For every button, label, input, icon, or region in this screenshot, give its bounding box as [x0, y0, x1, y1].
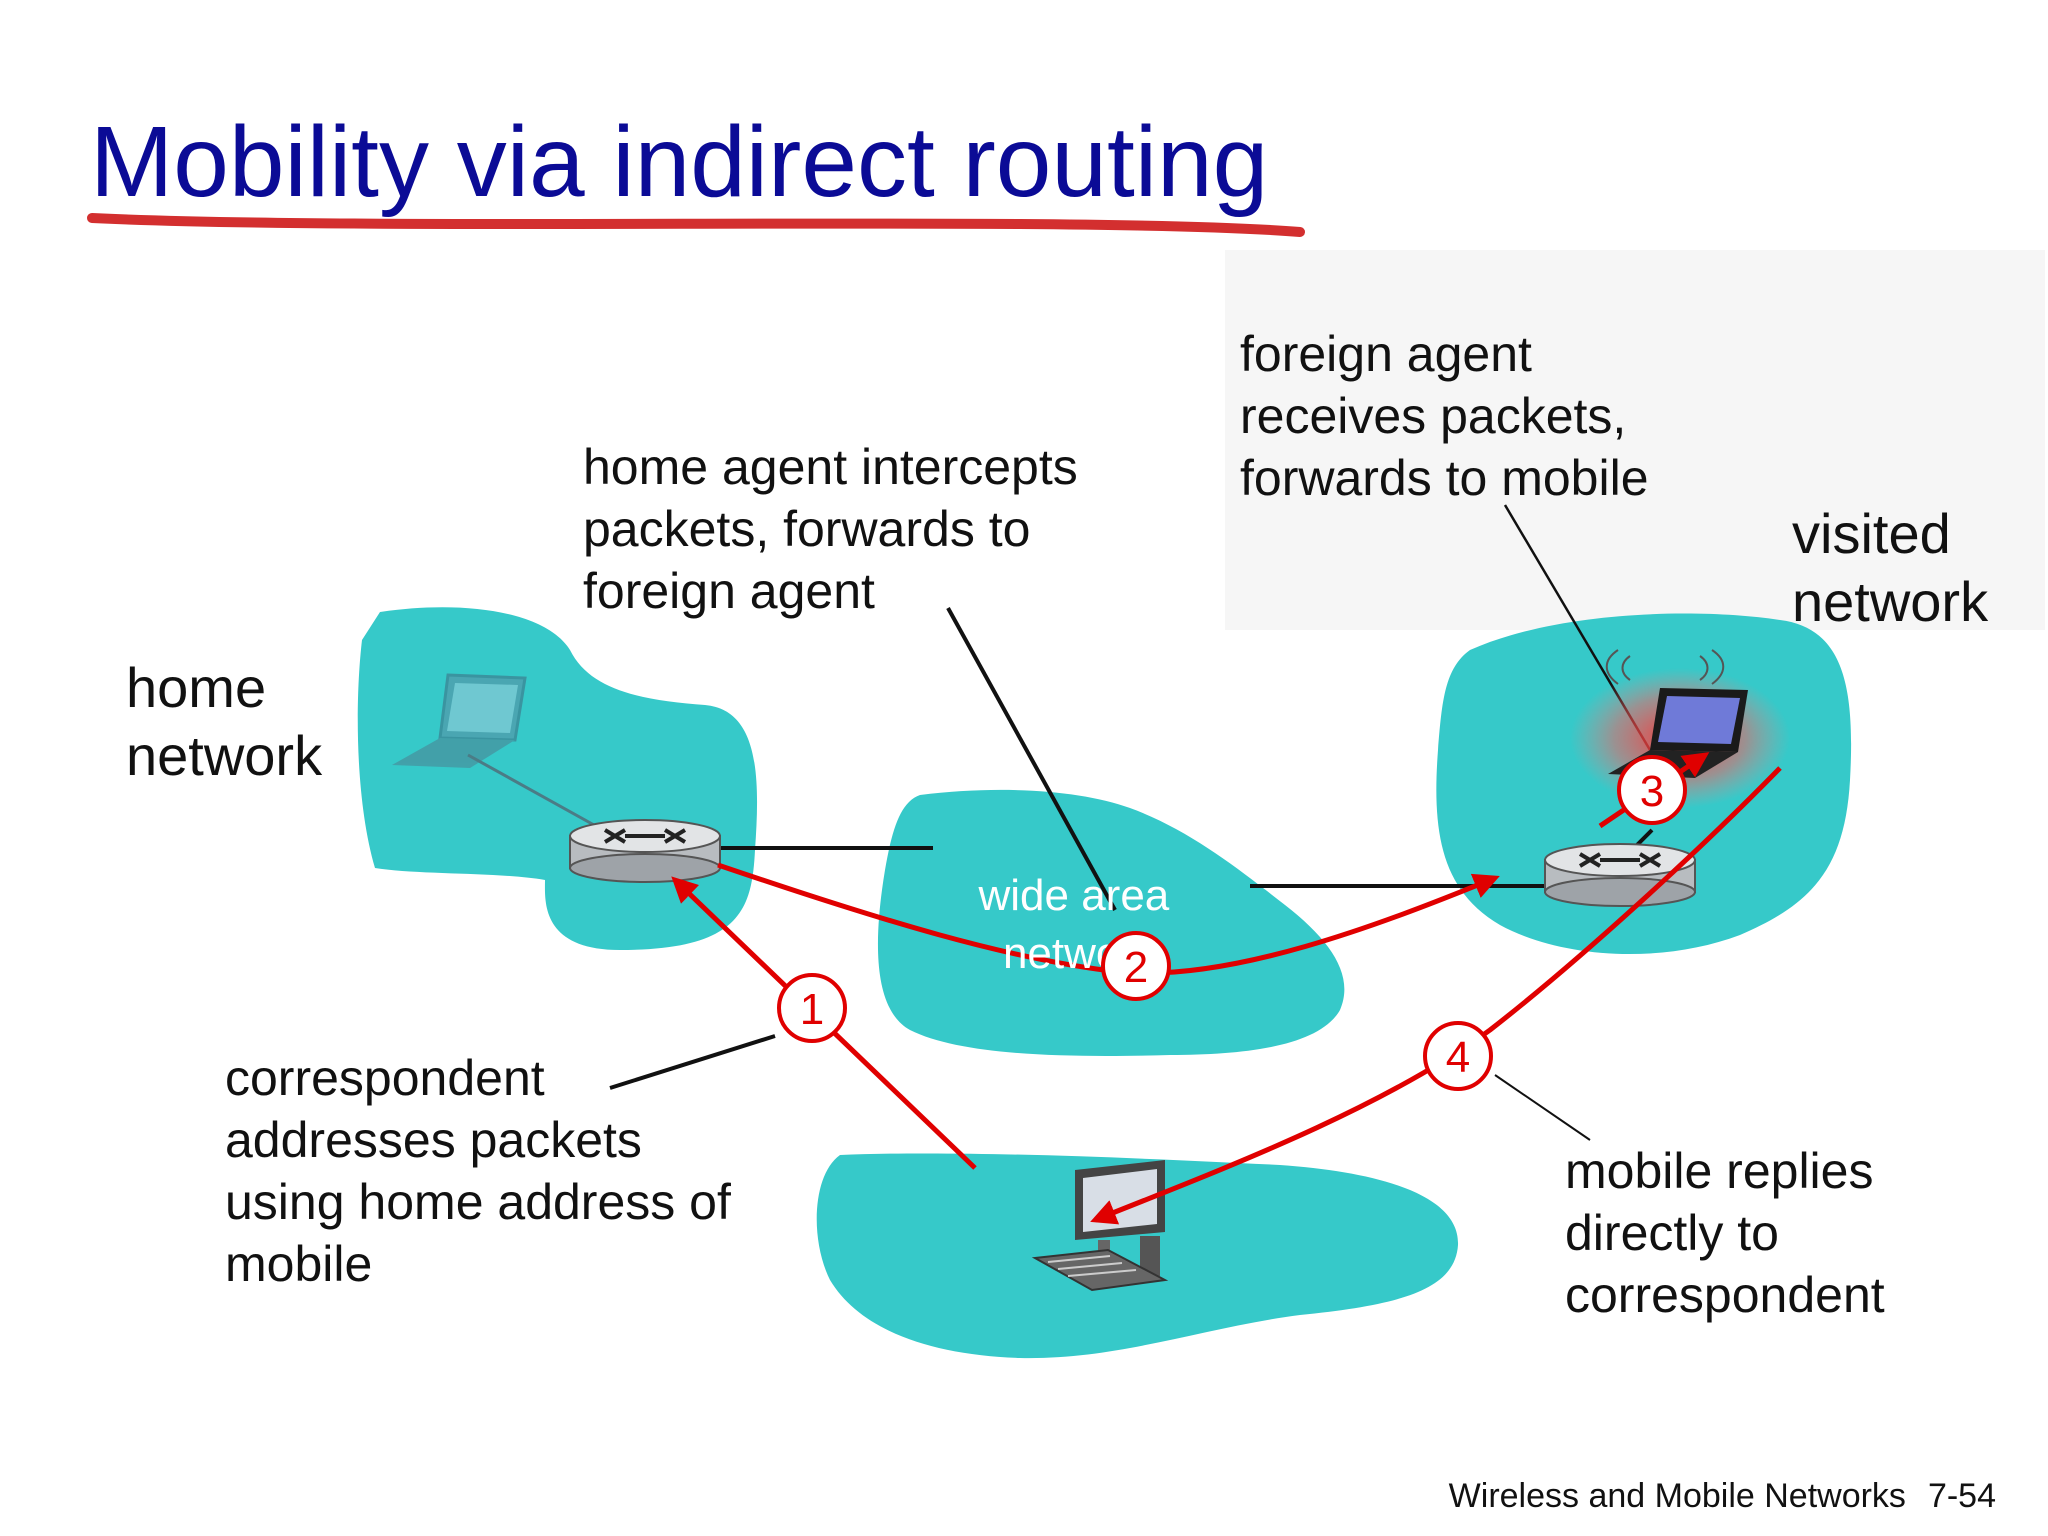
correspondent-note: correspondent addresses packets using ho… [225, 1050, 731, 1292]
svg-text:1: 1 [800, 985, 824, 1034]
slide-footer: Wireless and Mobile Networks 7-54 [1449, 1477, 1996, 1516]
home-agent-note: home agent intercepts packets, forwards … [583, 439, 1078, 619]
title-underline [87, 213, 1305, 237]
footer-course: Wireless and Mobile Networks [1448, 1477, 1906, 1515]
svg-text:4: 4 [1446, 1033, 1470, 1082]
wireless-signal-icon [1605, 649, 1725, 685]
laptop-icon [392, 673, 527, 768]
mobile-reply-note: mobile replies directly to correspondent [1565, 1143, 1885, 1323]
step-marker-1: 1 [777, 973, 847, 1043]
home-network-label: home network [126, 656, 323, 787]
page-number: 7-54 [1927, 1477, 1996, 1515]
home-laptop-link [467, 753, 613, 837]
home-agent-pointer [946, 607, 1117, 911]
path-segment-4 [1090, 766, 1782, 1225]
mobile-reply-pointer [1494, 1074, 1591, 1141]
visited-network-label: visited network [1792, 502, 1989, 633]
svg-text:2: 2 [1124, 943, 1148, 992]
step-marker-3: 3 [1617, 755, 1687, 825]
foreign-agent-note: foreign agent receives packets, forwards… [1240, 326, 1649, 506]
svg-text:3: 3 [1640, 767, 1664, 816]
slide-title: Mobility via indirect routing [90, 106, 1269, 218]
correspondent-pointer [609, 1034, 776, 1090]
step-marker-2: 2 [1101, 931, 1171, 1001]
router-icon [569, 819, 721, 883]
wide-area-network-cloud [877, 789, 1345, 1056]
background-panel [1225, 250, 2045, 630]
step-marker-4: 4 [1423, 1021, 1493, 1091]
correspondent-network-cloud [816, 1153, 1459, 1359]
